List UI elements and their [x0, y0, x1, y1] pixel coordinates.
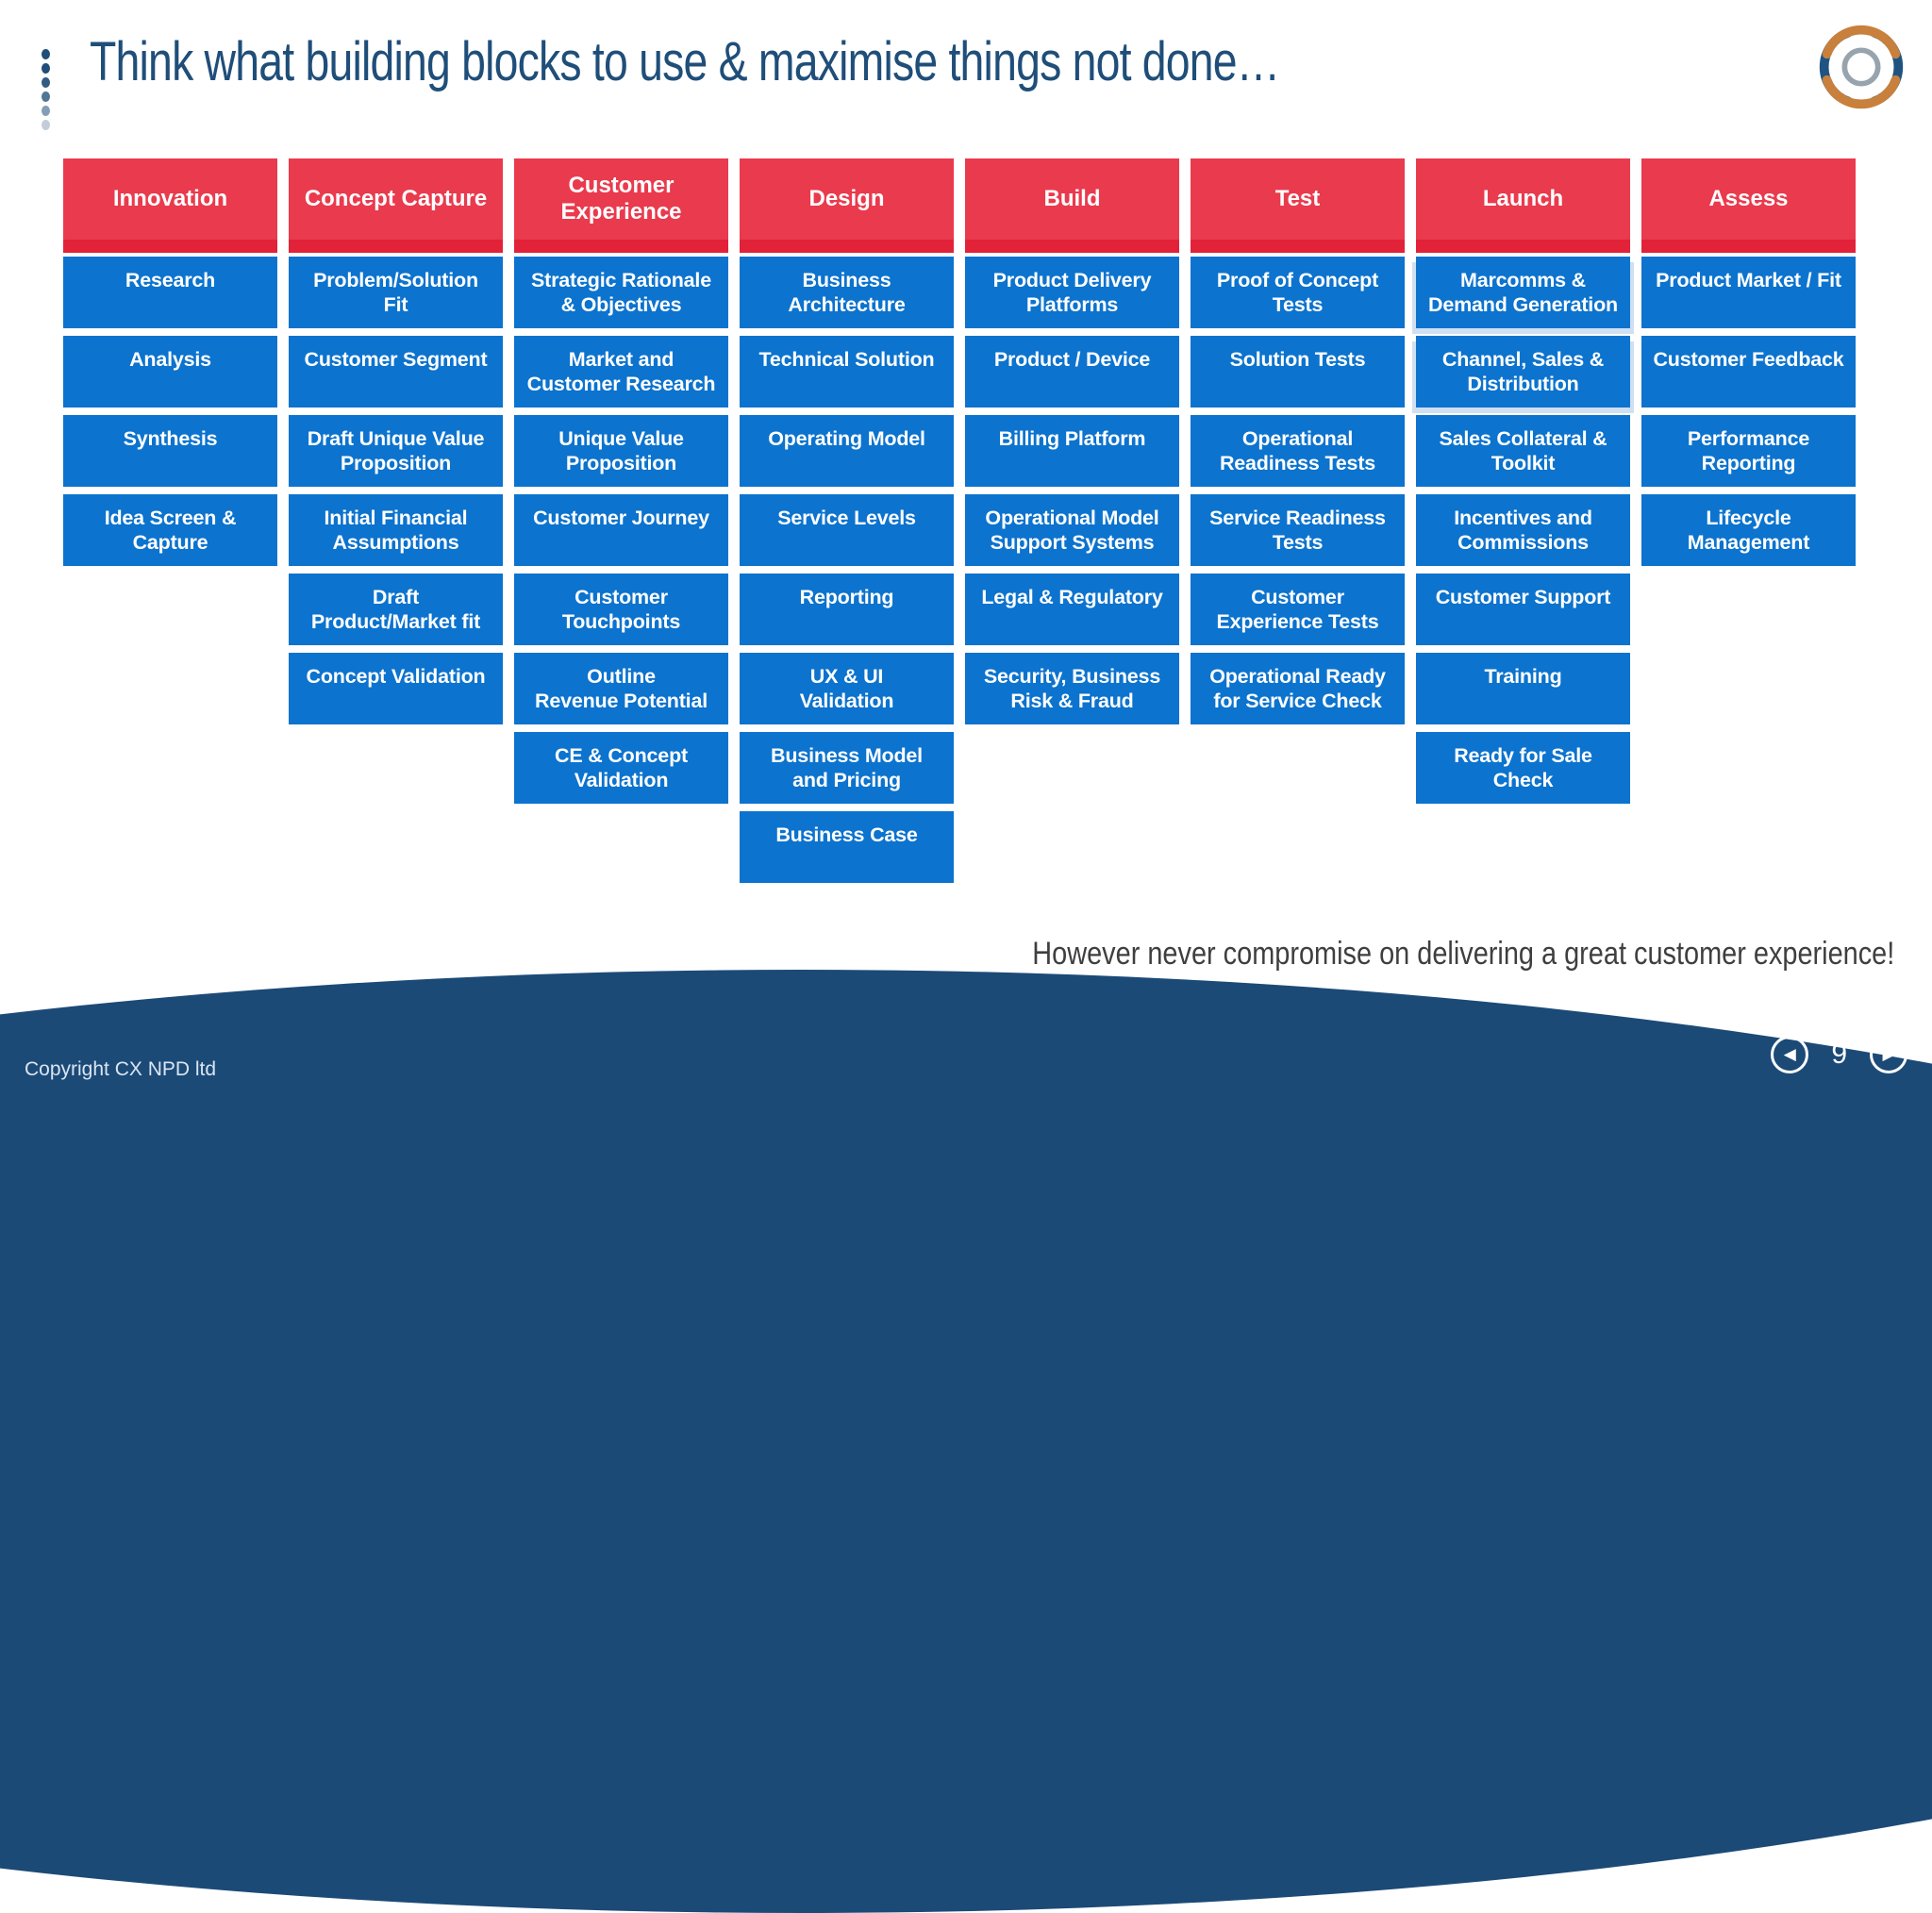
building-block: Unique Value Proposition: [514, 415, 728, 487]
right-arrow-icon: ▶: [1882, 1044, 1895, 1063]
building-block: CE & Concept Validation: [514, 732, 728, 804]
building-block: Customer Segment: [289, 336, 503, 408]
building-block: Product Market / Fit: [1641, 257, 1856, 328]
building-block: Outline Revenue Potential: [514, 653, 728, 724]
building-block: Draft Unique Value Proposition: [289, 415, 503, 487]
building-block: Market and Customer Research: [514, 336, 728, 408]
slide: Think what building blocks to use & maxi…: [0, 13, 1932, 1913]
building-block: Product / Device: [965, 336, 1179, 408]
building-block: Service Readiness Tests: [1191, 494, 1405, 566]
next-slide-button[interactable]: ▶: [1870, 1036, 1907, 1073]
column-header: Launch: [1416, 158, 1630, 253]
left-arrow-icon: ◀: [1783, 1044, 1796, 1063]
building-block: Research: [63, 257, 277, 328]
column-header: Assess: [1641, 158, 1856, 253]
column-header: Design: [740, 158, 954, 253]
previous-slide-button[interactable]: ◀: [1771, 1036, 1809, 1073]
building-block: Security, Business Risk & Fraud: [965, 653, 1179, 724]
title-accent-dots-icon: [42, 49, 50, 130]
building-block: Customer Touchpoints: [514, 574, 728, 645]
building-block: Performance Reporting: [1641, 415, 1856, 487]
building-block: Product Delivery Platforms: [965, 257, 1179, 328]
column-header: Innovation: [63, 158, 277, 253]
building-block: Proof of Concept Tests: [1191, 257, 1405, 328]
building-block: Initial Financial Assumptions: [289, 494, 503, 566]
building-block: Business Case: [740, 811, 954, 883]
building-block: Synthesis: [63, 415, 277, 487]
building-block: Analysis: [63, 336, 277, 408]
building-block: Lifecycle Management: [1641, 494, 1856, 566]
footer-wave: [0, 970, 1932, 1913]
building-block: Training: [1416, 653, 1630, 724]
column-header: Build: [965, 158, 1179, 253]
building-block: Operational Model Support Systems: [965, 494, 1179, 566]
building-block: Customer Experience Tests: [1191, 574, 1405, 645]
building-block: Service Levels: [740, 494, 954, 566]
building-block: Business Model and Pricing: [740, 732, 954, 804]
page-title: Think what building blocks to use & maxi…: [90, 31, 1280, 92]
company-logo-swirl-icon: [1804, 13, 1919, 125]
building-block: Technical Solution: [740, 336, 954, 408]
building-block: Marcomms & Demand Generation: [1416, 257, 1630, 328]
building-block: Customer Journey: [514, 494, 728, 566]
slide-navigation: ◀ 9 ▶: [1771, 1036, 1907, 1073]
building-block: Draft Product/Market fit: [289, 574, 503, 645]
building-block: Sales Collateral & Toolkit: [1416, 415, 1630, 487]
building-block: Solution Tests: [1191, 336, 1405, 408]
column-header: Concept Capture: [289, 158, 503, 253]
column-header: Test: [1191, 158, 1405, 253]
building-block: UX & UI Validation: [740, 653, 954, 724]
building-block: Billing Platform: [965, 415, 1179, 487]
footer-note: However never compromise on delivering a…: [1031, 936, 1894, 972]
building-block: Operational Ready for Service Check: [1191, 653, 1405, 724]
building-block: Strategic Rationale & Objectives: [514, 257, 728, 328]
building-block: Operating Model: [740, 415, 954, 487]
copyright-text: Copyright CX NPD ltd: [25, 1058, 217, 1080]
building-block: Channel, Sales & Distribution: [1416, 336, 1630, 408]
building-block: Problem/Solution Fit: [289, 257, 503, 328]
page-number: 9: [1831, 1039, 1847, 1070]
building-block: Idea Screen & Capture: [63, 494, 277, 566]
building-block: Business Architecture: [740, 257, 954, 328]
building-block: Incentives and Commissions: [1416, 494, 1630, 566]
building-block: Customer Support: [1416, 574, 1630, 645]
building-block: Concept Validation: [289, 653, 503, 724]
building-block: Ready for Sale Check: [1416, 732, 1630, 804]
building-block: Reporting: [740, 574, 954, 645]
building-block: Operational Readiness Tests: [1191, 415, 1405, 487]
building-block: Legal & Regulatory: [965, 574, 1179, 645]
building-block: Customer Feedback: [1641, 336, 1856, 408]
column-header: Customer Experience: [514, 158, 728, 253]
